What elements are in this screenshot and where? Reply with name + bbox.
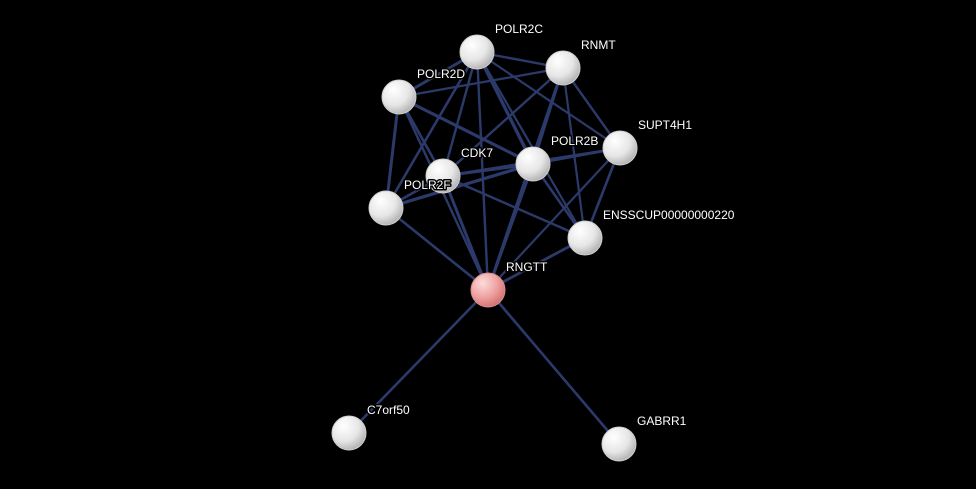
node-circle-GABRR1[interactable] <box>601 426 637 462</box>
node-POLR2B[interactable]: POLR2B <box>515 133 600 182</box>
node-label-GABRR1: GABRR1 <box>637 414 687 428</box>
node-C7orf50[interactable]: C7orf50 <box>331 402 412 451</box>
node-SUPT4H1[interactable]: SUPT4H1 <box>602 117 694 166</box>
edge-POLR2C-SUPT4H1 <box>475 50 622 150</box>
node-circle-POLR2C[interactable] <box>459 34 495 70</box>
node-circle-CDK7[interactable] <box>425 158 461 194</box>
node-circle-POLR2B[interactable] <box>515 146 551 182</box>
node-label-RNMT: RNMT <box>581 38 616 52</box>
edge-POLR2D-RNGTT <box>397 95 490 292</box>
edge-RNGTT-GABRR1 <box>486 288 621 446</box>
node-circle-SUPT4H1[interactable] <box>602 130 638 166</box>
edge-ENSSCUP00000000220-RNGTT <box>486 236 587 292</box>
node-label-POLR2B: POLR2B <box>551 134 598 148</box>
edge-POLR2C-POLR2B <box>475 50 535 166</box>
node-circle-POLR2D[interactable] <box>381 79 417 115</box>
node-circle-RNMT[interactable] <box>545 50 581 86</box>
node-label-ENSSCUP00000000220: ENSSCUP00000000220 <box>603 208 735 222</box>
node-label-POLR2F: POLR2F <box>404 178 451 192</box>
edge-POLR2B-POLR2F <box>384 162 535 210</box>
node-RNGTT[interactable]: RNGTT <box>470 259 549 308</box>
edge-RNMT-POLR2D <box>397 66 565 99</box>
edge-POLR2D-POLR2B <box>397 95 535 166</box>
edge-POLR2D-POLR2F <box>384 95 401 210</box>
node-label-C7orf50: C7orf50 <box>367 403 410 417</box>
node-ENSSCUP00000000220[interactable]: ENSSCUP00000000220 <box>567 207 736 256</box>
edge-CDK7-ENSSCUP00000000220 <box>441 174 587 240</box>
edge-POLR2B-RNGTT <box>486 162 535 292</box>
node-label-CDK7: CDK7 <box>461 146 493 160</box>
node-POLR2F[interactable]: POLR2F <box>368 177 452 226</box>
node-POLR2C[interactable]: POLR2C <box>459 21 545 70</box>
node-label-RNGTT: RNGTT <box>506 260 548 274</box>
node-circle-C7orf50[interactable] <box>331 415 367 451</box>
edge-RNMT-ENSSCUP00000000220 <box>561 66 587 240</box>
edge-RNMT-CDK7 <box>441 66 565 178</box>
node-label-POLR2D: POLR2D <box>417 67 465 81</box>
edge-SUPT4H1-RNGTT <box>486 146 622 292</box>
edge-CDK7-RNGTT <box>441 174 490 292</box>
node-label-SUPT4H1: SUPT4H1 <box>638 118 692 132</box>
edge-POLR2C-ENSSCUP00000000220 <box>475 50 587 240</box>
node-GABRR1[interactable]: GABRR1 <box>601 413 688 462</box>
edge-POLR2F-RNGTT <box>384 206 490 292</box>
edge-POLR2C-CDK7 <box>441 50 479 178</box>
node-CDK7[interactable]: CDK7 <box>425 145 495 194</box>
edge-POLR2C-POLR2F <box>384 50 479 210</box>
edge-RNGTT-C7orf50 <box>347 288 490 435</box>
node-circle-RNGTT[interactable] <box>470 272 506 308</box>
node-circle-POLR2F[interactable] <box>368 190 404 226</box>
node-POLR2D[interactable]: POLR2D <box>381 66 467 115</box>
node-RNMT[interactable]: RNMT <box>545 37 618 86</box>
node-label-POLR2C: POLR2C <box>495 22 543 36</box>
node-circle-ENSSCUP00000000220[interactable] <box>567 220 603 256</box>
